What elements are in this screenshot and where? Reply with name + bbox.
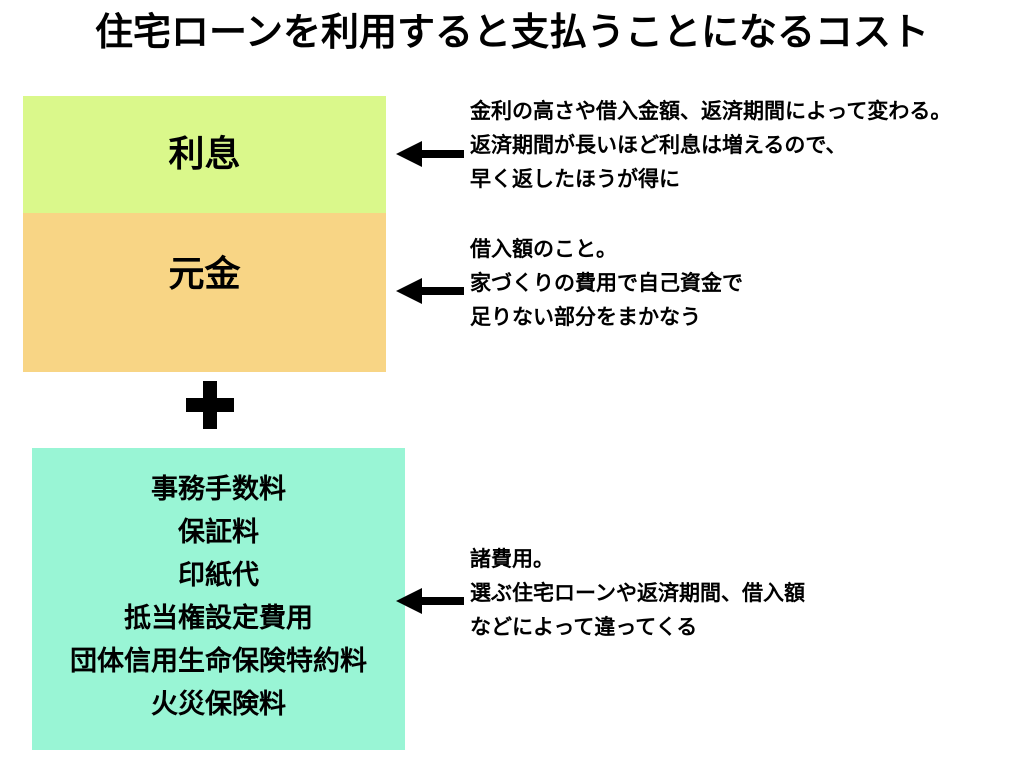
annotation-interest: 金利の高さや借入金額、返済期間によって変わる。 返済期間が長いほど利息は増えるの… — [470, 94, 951, 196]
cost-stack: 利息 元金 — [23, 96, 386, 372]
arrow-head — [396, 141, 422, 167]
arrow-left-icon-interest — [396, 141, 464, 167]
plus-icon-vertical-bar — [203, 381, 217, 429]
arrow-head — [396, 278, 422, 304]
annotation-fees: 諸費用。 選ぶ住宅ローンや返済期間、借入額 などによって違ってくる — [470, 542, 805, 644]
interest-block: 利息 — [23, 96, 386, 213]
interest-block-label: 利息 — [168, 133, 241, 175]
annotation-interest-line-3: 早く返したほうが得に — [470, 167, 680, 191]
annotation-fees-line-3: などによって違ってくる — [470, 615, 698, 639]
annotation-interest-line-1: 金利の高さや借入金額、返済期間によって変わる。 — [470, 99, 952, 123]
annotation-fees-line-1: 諸費用。 — [470, 547, 554, 571]
annotation-fees-line-2: 選ぶ住宅ローンや返済期間、借入額 — [470, 581, 805, 605]
list-item: 事務手数料 — [151, 474, 286, 505]
arrow-shaft — [417, 287, 464, 295]
arrow-left-icon-fees — [396, 588, 464, 614]
list-item: 保証料 — [178, 517, 259, 548]
fees-block: 事務手数料 保証料 印紙代 抵当権設定費用 団体信用生命保険特約料 火災保険料 — [32, 448, 405, 750]
list-item: 抵当権設定費用 — [124, 603, 313, 634]
arrow-shaft — [417, 597, 464, 605]
principal-block: 元金 — [23, 213, 386, 372]
annotation-principal-line-2: 家づくりの費用で自己資金で — [470, 271, 743, 295]
annotation-principal: 借入額のこと。 家づくりの費用で自己資金で 足りない部分をまかなう — [470, 232, 743, 334]
annotation-principal-line-1: 借入額のこと。 — [470, 237, 617, 261]
plus-icon — [186, 381, 234, 429]
arrow-shaft — [417, 150, 464, 158]
arrow-head — [396, 588, 422, 614]
arrow-left-icon-principal — [396, 278, 464, 304]
page-title: 住宅ローンを利用すると支払うことになるコスト — [94, 10, 930, 54]
list-item: 印紙代 — [178, 560, 259, 591]
list-item: 火災保険料 — [151, 689, 286, 720]
annotation-principal-line-3: 足りない部分をまかなう — [470, 305, 701, 329]
list-item: 団体信用生命保険特約料 — [70, 646, 367, 677]
principal-block-label: 元金 — [168, 253, 241, 295]
annotation-interest-line-2: 返済期間が長いほど利息は増えるので、 — [470, 133, 847, 157]
